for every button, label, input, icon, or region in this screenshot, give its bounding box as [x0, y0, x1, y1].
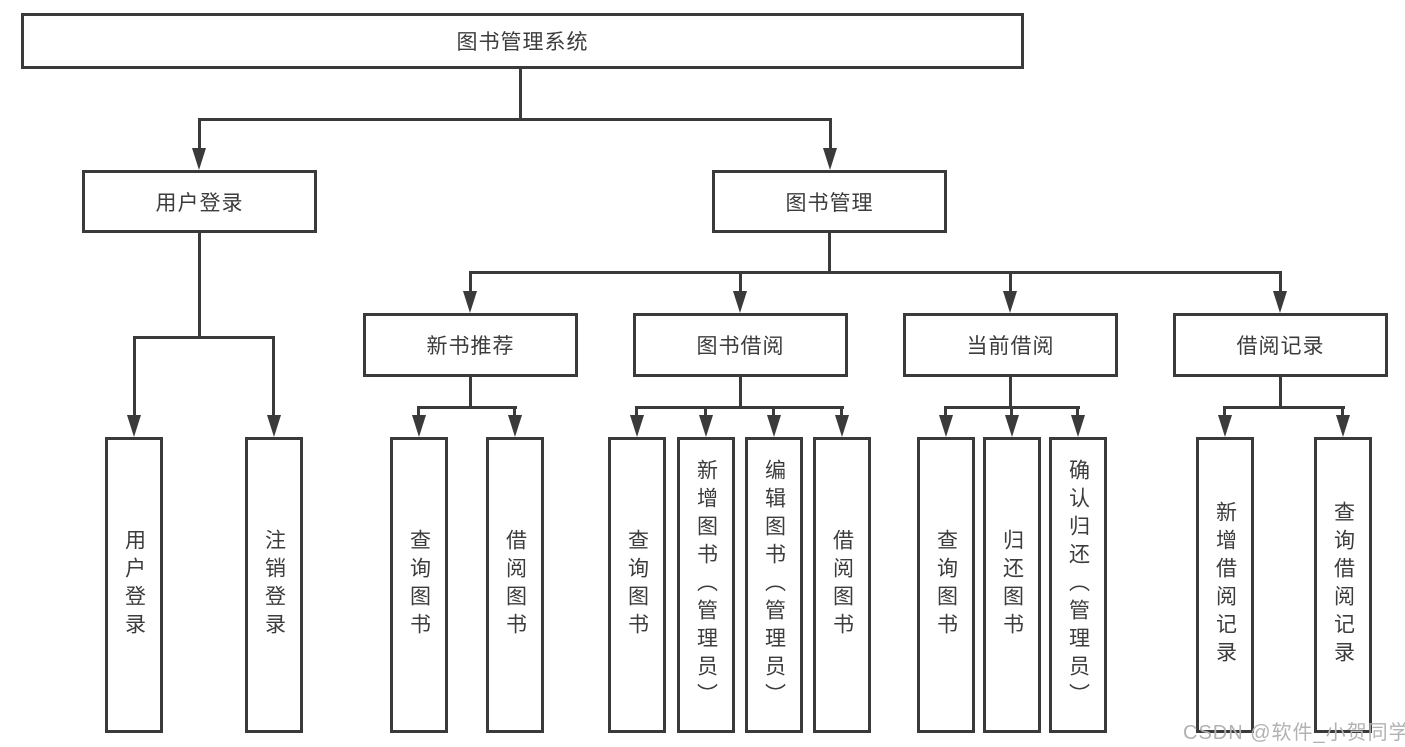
connector-line: [635, 406, 638, 418]
leaf-user-login: 用户登录: [105, 437, 163, 733]
connector-line: [944, 406, 947, 418]
leaf-logout: 注销登录: [245, 437, 303, 733]
connector-line: [840, 406, 843, 418]
watermark: CSDN @软件_小贺同学: [1183, 722, 1405, 744]
connector-line: [198, 233, 201, 337]
leaf-query-books: 查询图书: [390, 437, 448, 733]
arrow-down-icon: [463, 291, 477, 313]
arrow-down-icon: [939, 415, 953, 437]
connector-line: [772, 406, 775, 418]
node-current-borrowing: 当前借阅: [903, 313, 1118, 377]
leaf-edit-book-admin: 编辑图书（管理员）: [745, 437, 803, 733]
leaf-add-book-admin: 新增图书（管理员）: [677, 437, 735, 733]
node-library-management-system: 图书管理系统: [21, 13, 1024, 69]
connector-line: [1279, 377, 1282, 408]
connector-line: [1010, 406, 1013, 418]
connector-line: [513, 406, 516, 418]
arrow-down-icon: [823, 148, 837, 170]
connector-line: [739, 271, 742, 292]
leaf-query-books: 查询图书: [917, 437, 975, 733]
connector-line: [417, 406, 517, 409]
leaf-query-books: 查询图书: [608, 437, 666, 733]
leaf-borrow-books: 借阅图书: [486, 437, 544, 733]
connector-line: [272, 336, 275, 417]
connector-line: [1279, 271, 1282, 292]
connector-line: [133, 336, 136, 417]
arrow-down-icon: [733, 291, 747, 313]
node-borrowing-records: 借阅记录: [1173, 313, 1388, 377]
arrow-down-icon: [192, 148, 206, 170]
arrow-down-icon: [508, 415, 522, 437]
node-user-login: 用户登录: [82, 170, 317, 233]
node-new-book-recommendation: 新书推荐: [363, 313, 578, 377]
connector-line: [1009, 377, 1012, 408]
connector-line: [133, 336, 275, 339]
arrow-down-icon: [1273, 291, 1287, 313]
arrow-down-icon: [1336, 415, 1350, 437]
leaf-return-books: 归还图书: [983, 437, 1041, 733]
arrow-down-icon: [1003, 291, 1017, 313]
connector-line: [469, 271, 472, 292]
connector-line: [828, 233, 831, 273]
connector-line: [469, 377, 472, 408]
connector-line: [198, 118, 201, 150]
node-book-borrowing: 图书借阅: [633, 313, 848, 377]
leaf-borrow-books: 借阅图书: [813, 437, 871, 733]
connector-line: [469, 271, 1282, 274]
arrow-down-icon: [267, 415, 281, 437]
arrow-down-icon: [767, 415, 781, 437]
connector-line: [1223, 406, 1226, 418]
arrow-down-icon: [1005, 415, 1019, 437]
connector-line: [198, 118, 832, 121]
arrow-down-icon: [699, 415, 713, 437]
connector-line: [1009, 271, 1012, 292]
arrow-down-icon: [630, 415, 644, 437]
arrow-down-icon: [1071, 415, 1085, 437]
leaf-add-borrow-record: 新增借阅记录: [1196, 437, 1254, 733]
connector-line: [1341, 406, 1344, 418]
connector-line: [829, 118, 832, 150]
connector-line: [1223, 406, 1345, 409]
connector-line: [417, 406, 420, 418]
connector-line: [636, 406, 844, 409]
connector-line: [1076, 406, 1079, 418]
arrow-down-icon: [1218, 415, 1232, 437]
arrow-down-icon: [412, 415, 426, 437]
arrow-down-icon: [127, 415, 141, 437]
connector-line: [704, 406, 707, 418]
leaf-confirm-return-admin: 确认归还（管理员）: [1049, 437, 1107, 733]
node-book-management: 图书管理: [712, 170, 947, 233]
leaf-query-borrow-record: 查询借阅记录: [1314, 437, 1372, 733]
connector-line: [739, 377, 742, 408]
connector-line: [519, 69, 522, 120]
arrow-down-icon: [835, 415, 849, 437]
